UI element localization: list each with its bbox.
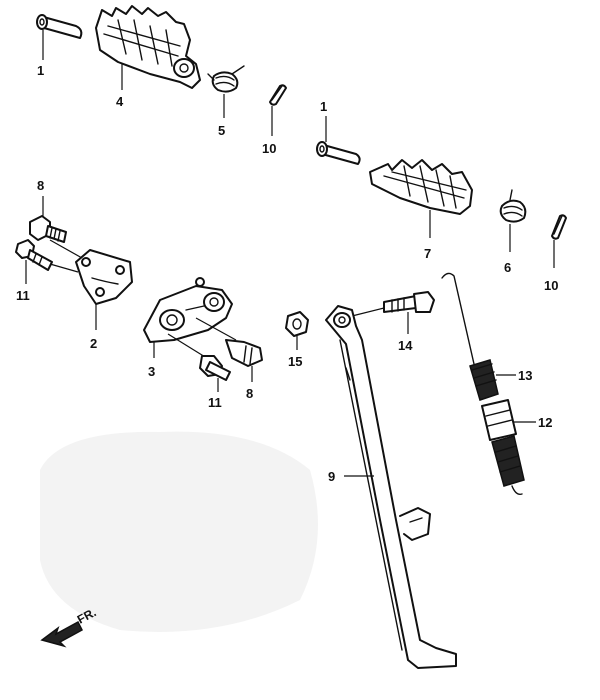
callout-5: 5 — [218, 123, 225, 138]
callout-11b: 11 — [208, 395, 222, 410]
part-4-footpeg-left — [95, 5, 201, 89]
part-14-pivot-bolt — [351, 291, 435, 317]
callout-2: 2 — [90, 336, 97, 351]
callout-13: 13 — [518, 368, 532, 383]
arrow-front-icon: FR. — [40, 605, 98, 648]
callout-10a: 10 — [262, 141, 276, 156]
callout-7: 7 — [424, 246, 431, 261]
part-7-footpeg-right — [369, 159, 473, 215]
part-5-spring-left — [207, 65, 245, 93]
callout-11a: 11 — [16, 288, 30, 303]
callout-9: 9 — [328, 469, 335, 484]
callout-4: 4 — [116, 94, 124, 109]
part-1-pin-left — [36, 14, 83, 39]
part-9-side-stand — [325, 305, 457, 669]
part-11-bolt-lower — [199, 355, 231, 381]
callout-8a: 8 — [37, 178, 44, 193]
callout-15: 15 — [288, 354, 302, 369]
callout-8b: 8 — [246, 386, 253, 401]
callout-3: 3 — [148, 364, 155, 379]
callout-12: 12 — [538, 415, 552, 430]
part-1-pin-right — [316, 141, 361, 165]
part-10-cotter-left — [269, 84, 287, 106]
part-3-stand-bracket — [143, 277, 237, 361]
part-8-bolt-lower — [225, 339, 263, 367]
background-shading — [40, 431, 318, 632]
part-8-bolt-upper — [29, 215, 67, 243]
callout-14: 14 — [398, 338, 413, 353]
part-11-bolt-left — [15, 239, 53, 271]
part-13-spring — [441, 272, 499, 401]
callout-1b: 1 — [320, 99, 327, 114]
part-2-bracket — [49, 239, 133, 305]
part-15-nut — [285, 311, 309, 337]
callout-1a: 1 — [37, 63, 44, 78]
part-12-spring-cover — [481, 399, 525, 496]
callout-10b: 10 — [544, 278, 558, 293]
callout-6: 6 — [504, 260, 511, 275]
part-6-spring-right — [499, 189, 527, 223]
part-10-cotter-right — [551, 214, 567, 240]
